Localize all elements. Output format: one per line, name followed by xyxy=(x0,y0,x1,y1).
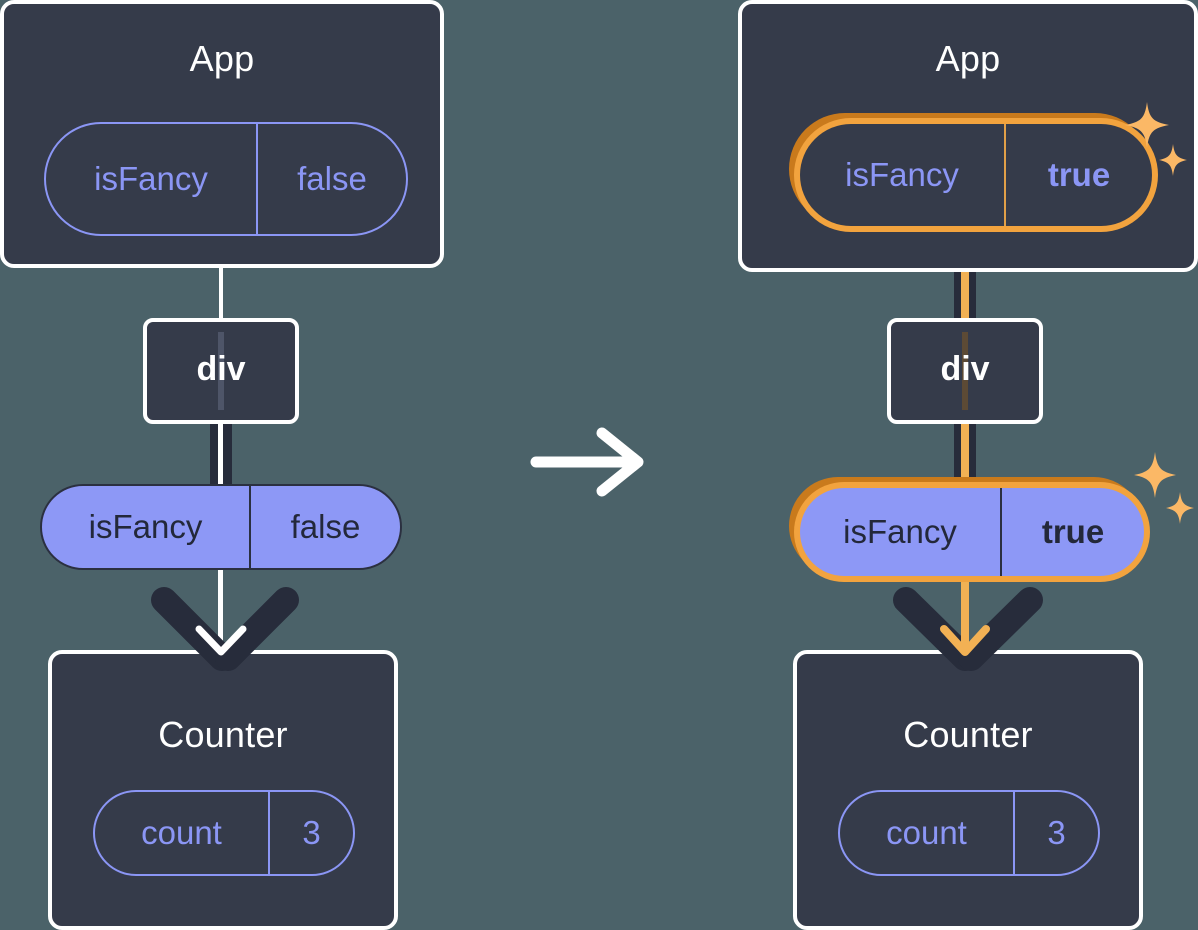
arrow-right-icon xyxy=(530,427,644,497)
counter-state-pill-key-after: count xyxy=(886,814,967,851)
sparkles-icon xyxy=(1125,102,1187,176)
state-pill-highlight-ring-after: isFancy true xyxy=(789,477,1150,582)
connector-app-to-div-before xyxy=(219,266,223,324)
div-label-after: div xyxy=(940,350,990,388)
state-pill-key-after: isFancy xyxy=(843,513,957,550)
app-state-pill-highlight-ring-after: isFancy true xyxy=(789,113,1158,232)
state-pill-value-before: false xyxy=(249,486,400,568)
transition-arrow xyxy=(528,425,653,500)
counter-component-box-before: Counter count 3 xyxy=(48,650,398,930)
state-pill-before[interactable]: isFancy false xyxy=(40,484,402,570)
counter-state-pill-after[interactable]: count 3 xyxy=(838,790,1100,876)
app-component-box-before: App isFancy false xyxy=(0,0,444,268)
arrow-state-to-counter-before xyxy=(140,572,310,672)
app-state-pill-value-before: false xyxy=(256,124,406,234)
counter-title-after: Counter xyxy=(903,714,1033,755)
app-title-before: App xyxy=(189,38,255,79)
app-state-pill-key-before: isFancy xyxy=(94,160,208,197)
arrowhead-counter-before xyxy=(192,612,250,664)
state-pill-sparkles-after xyxy=(1133,448,1197,530)
connector-state-to-counter-core-before xyxy=(218,558,223,650)
counter-state-pill-value-after: 3 xyxy=(1013,792,1098,874)
div-element-box-after: div xyxy=(887,318,1043,424)
app-state-pill-key-after: isFancy xyxy=(845,156,959,193)
counter-title-before: Counter xyxy=(158,714,288,755)
counter-state-pill-key-before: count xyxy=(141,814,222,851)
counter-state-pill-value-before: 3 xyxy=(268,792,353,874)
counter-component-box-after: Counter count 3 xyxy=(793,650,1143,930)
arrowhead-counter-after xyxy=(936,612,994,664)
after-panel: App isFancy true div xyxy=(599,0,1198,930)
div-passthrough-line-after xyxy=(962,332,968,410)
state-pill-after[interactable]: isFancy true xyxy=(800,488,1144,576)
div-label-before: div xyxy=(196,350,246,388)
before-panel: App isFancy false div xyxy=(0,0,599,930)
div-element-box-before: div xyxy=(143,318,299,424)
app-pill-sparkles-after xyxy=(1123,98,1191,182)
connector-div-to-state-core-after xyxy=(961,418,969,496)
counter-state-pill-before[interactable]: count 3 xyxy=(93,790,355,876)
state-pill-highlight-inner-after: isFancy true xyxy=(794,482,1150,582)
div-passthrough-line-before xyxy=(218,332,224,410)
sparkles-icon xyxy=(1134,452,1194,524)
app-state-pill-value-after: true xyxy=(1004,124,1152,226)
app-title-after: App xyxy=(935,38,1001,79)
connector-div-to-state-core-before xyxy=(218,418,223,498)
connector-state-to-counter-core-after xyxy=(961,558,969,650)
state-pill-value-after: true xyxy=(1000,488,1144,576)
arrow-state-to-counter-after xyxy=(882,572,1054,672)
app-state-pill-before[interactable]: isFancy false xyxy=(44,122,408,236)
state-pill-key-before: isFancy xyxy=(88,508,203,545)
app-state-pill-after[interactable]: isFancy true xyxy=(800,124,1152,226)
app-state-pill-highlight-inner-after: isFancy true xyxy=(794,118,1158,232)
